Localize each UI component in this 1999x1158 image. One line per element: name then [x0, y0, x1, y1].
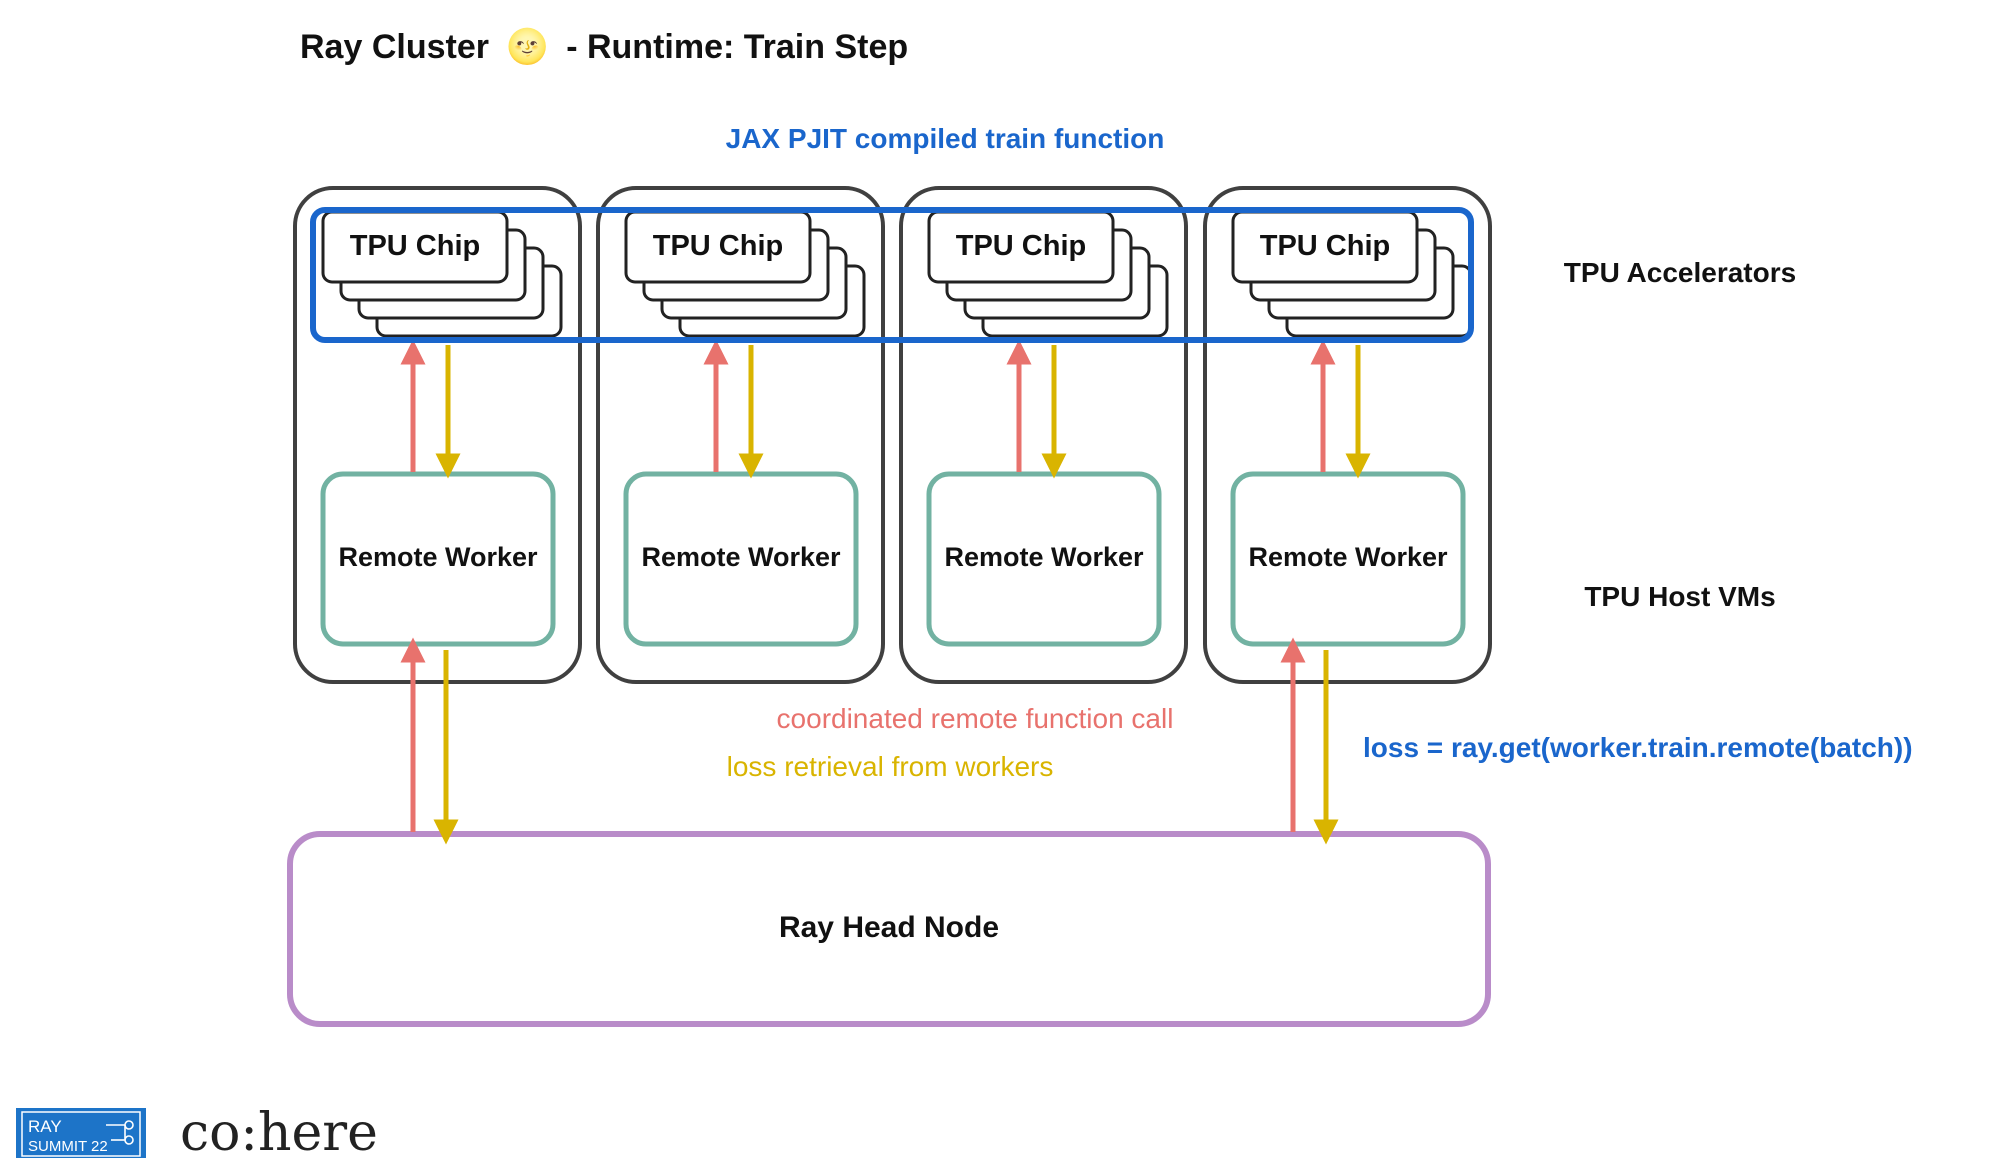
cohere-logo: co:here: [180, 1103, 378, 1158]
pjit-boundary: [310, 207, 1474, 343]
tpu-host-vms-label: TPU Host VMs: [1584, 581, 1775, 612]
head-node-label: Ray Head Node: [779, 911, 999, 944]
tpu-chip-label: TPU Chip: [653, 230, 784, 262]
remote-worker-label: Remote Worker: [338, 542, 538, 572]
remote-worker-label: Remote Worker: [1248, 542, 1448, 572]
remote-worker-label: Remote Worker: [944, 542, 1144, 572]
tpu-chip-label: TPU Chip: [1260, 230, 1391, 262]
ray-head-node: [287, 831, 1491, 1027]
svg-text:SUMMIT 22: SUMMIT 22: [28, 1138, 108, 1155]
slide-title: Ray Cluster 🌝 - Runtime: Train Step: [300, 27, 908, 66]
tpu-chip-label: TPU Chip: [956, 230, 1087, 262]
ray-summit-logo: RAY SUMMIT 22: [16, 1108, 146, 1158]
remote-worker-label: Remote Worker: [641, 542, 841, 572]
loss-code-label: loss = ray.get(worker.train.remote(batch…: [1363, 732, 1913, 763]
svg-text:RAY: RAY: [28, 1117, 62, 1136]
legend-loss-retrieval: loss retrieval from workers: [727, 751, 1054, 782]
network-icon: [106, 1120, 134, 1145]
moon-icon: 🌝: [506, 27, 548, 66]
tpu-chip-label: TPU Chip: [350, 230, 481, 262]
legend-remote-call: coordinated remote function call: [777, 703, 1174, 734]
pjit-label: JAX PJIT compiled train function: [726, 123, 1165, 154]
tpu-accelerators-label: TPU Accelerators: [1564, 257, 1796, 288]
